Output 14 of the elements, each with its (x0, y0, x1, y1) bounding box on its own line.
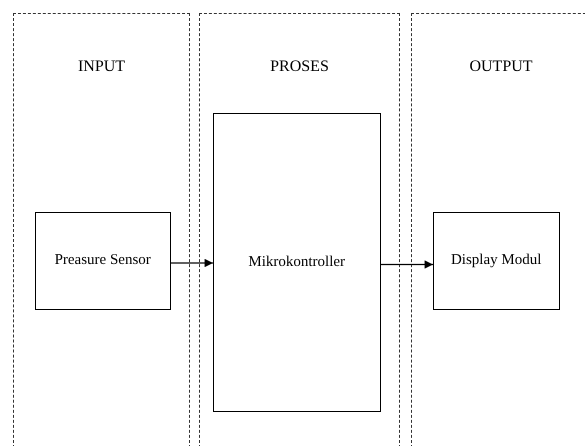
group-title: INPUT (76, 58, 126, 76)
dashed-group-panel (199, 13, 400, 446)
box-label: Display Modul (450, 252, 542, 270)
process-box (432, 212, 560, 310)
dashed-group-panel (411, 13, 585, 446)
process-box (34, 212, 171, 310)
process-box (212, 112, 381, 412)
box-label: Preasure Sensor (54, 252, 151, 270)
dashed-group-panel (13, 13, 190, 446)
group-title: PROSES (269, 58, 330, 76)
arrow (381, 260, 433, 269)
group-title: OUTPUT (468, 58, 534, 76)
box-label: Mikrokontroller (248, 254, 346, 271)
arrow (171, 258, 213, 268)
